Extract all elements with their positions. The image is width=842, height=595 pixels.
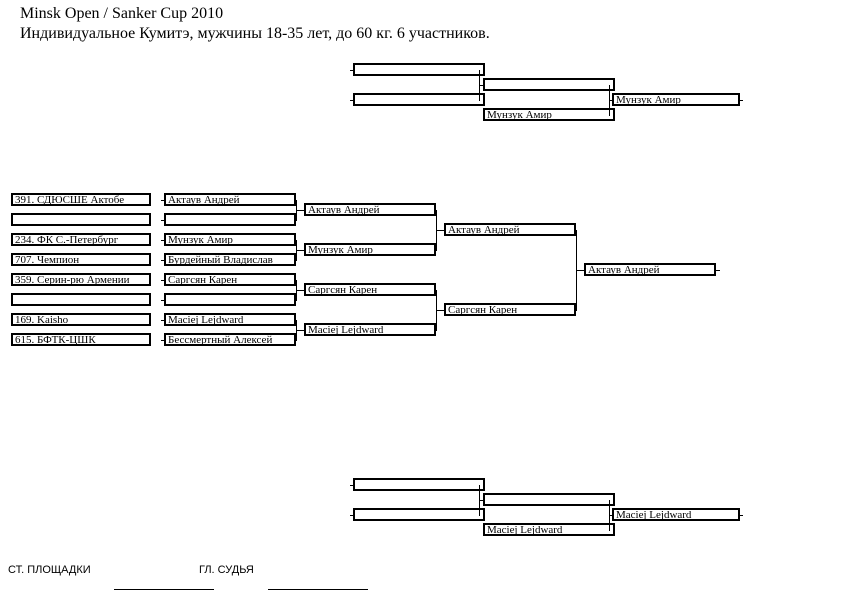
round2-slot: Актаув Андрей	[304, 203, 436, 216]
site-head-label: СТ. ПЛОЩАДКИ	[8, 564, 91, 576]
connector	[161, 260, 164, 261]
bottom-slot-2	[353, 508, 485, 521]
connector	[740, 515, 743, 516]
connector	[350, 100, 353, 101]
connector	[296, 240, 297, 261]
club-slot: 391. СДЮСШЕ Актобе	[11, 193, 151, 206]
connector	[437, 310, 444, 311]
connector	[577, 270, 584, 271]
connector	[609, 85, 610, 116]
connector	[161, 300, 164, 301]
round3-slot: Актаув Андрей	[444, 223, 576, 236]
category-title: Индивидуальное Кумитэ, мужчины 18-35 лет…	[20, 25, 490, 42]
club-slot: 169. Kaisho	[11, 313, 151, 326]
connector	[161, 320, 164, 321]
round2-slot: Саргсян Карен	[304, 283, 436, 296]
connector	[436, 290, 437, 331]
connector	[576, 230, 577, 311]
connector	[480, 85, 483, 86]
connector	[297, 290, 304, 291]
connector	[161, 200, 164, 201]
connector	[740, 100, 743, 101]
site-head-signature-line	[114, 589, 214, 590]
participant-slot: Maciej Lejdward	[164, 313, 296, 326]
club-slot: 615. БФТК-ЦШК	[11, 333, 151, 346]
connector	[350, 515, 353, 516]
connector	[161, 220, 164, 221]
bottom-final: Maciej Lejdward	[612, 508, 740, 521]
connector	[296, 280, 297, 301]
bottom-semi-top	[483, 493, 615, 506]
chief-judge-label: ГЛ. СУДЬЯ	[199, 564, 254, 576]
connector	[350, 70, 353, 71]
bottom-semi-bottom: Maciej Lejdward	[483, 523, 615, 536]
chief-judge-signature-line	[268, 589, 368, 590]
round2-slot: Maciej Lejdward	[304, 323, 436, 336]
participant-slot: Актаув Андрей	[164, 193, 296, 206]
connector	[610, 100, 612, 101]
connector	[161, 280, 164, 281]
connector	[479, 70, 480, 101]
connector	[480, 500, 483, 501]
top-semi-top	[483, 78, 615, 91]
connector	[437, 230, 444, 231]
club-slot: 359. Серин-рю Армении	[11, 273, 151, 286]
top-semi-bottom: Мунзук Амир	[483, 108, 615, 121]
winner-slot: Актаув Андрей	[584, 263, 716, 276]
connector	[296, 320, 297, 341]
participant-slot: Бессмертный Алексей	[164, 333, 296, 346]
connector	[609, 500, 610, 531]
top-final: Мунзук Амир	[612, 93, 740, 106]
tournament-title: Minsk Open / Sanker Cup 2010	[20, 5, 224, 22]
participant-slot: Мунзук Амир	[164, 233, 296, 246]
connector	[297, 210, 304, 211]
club-slot	[11, 213, 151, 226]
club-slot: 707. Чемпион	[11, 253, 151, 266]
connector	[716, 270, 720, 271]
participant-slot: Саргсян Карен	[164, 273, 296, 286]
top-slot-2	[353, 93, 485, 106]
top-slot-1	[353, 63, 485, 76]
participant-slot	[164, 293, 296, 306]
participant-slot	[164, 213, 296, 226]
connector	[161, 340, 164, 341]
bottom-slot-1	[353, 478, 485, 491]
connector	[161, 240, 164, 241]
connector	[297, 330, 304, 331]
connector	[479, 485, 480, 516]
participant-slot: Бурдейный Владислав	[164, 253, 296, 266]
connector	[350, 485, 353, 486]
club-slot	[11, 293, 151, 306]
round2-slot: Мунзук Амир	[304, 243, 436, 256]
club-slot: 234. ФК С.-Петербург	[11, 233, 151, 246]
connector	[610, 515, 612, 516]
connector	[296, 200, 297, 221]
connector	[436, 210, 437, 251]
connector	[297, 250, 304, 251]
round3-slot: Саргсян Карен	[444, 303, 576, 316]
